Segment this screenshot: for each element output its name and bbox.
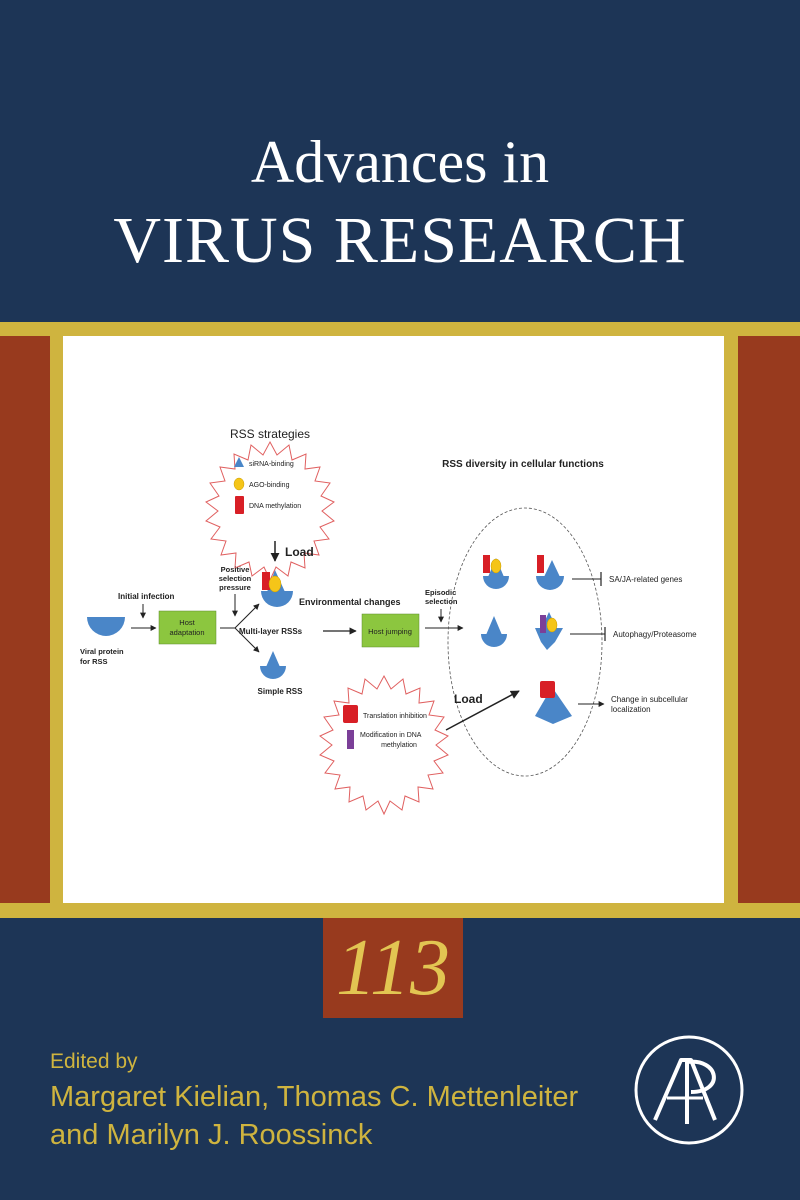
episodic-label-1: Episodic [425,588,456,597]
simple-rss-label: Simple RSS [258,687,304,696]
series-title-line2: VIRUS RESEARCH [113,204,687,277]
bottom-starburst [319,674,449,816]
branch-up-arrow [234,603,260,629]
ago-label: AGO-binding [249,482,290,489]
load-top-label: Load [285,545,314,559]
positive-selection-label-3: pressure [219,583,251,592]
episodic-label-2: selection [425,597,458,606]
sa-ja-label: SA/JA-related genes [609,575,682,584]
viral-protein-label-1: Viral protein [80,647,124,656]
sirna-label: siRNA-binding [249,461,294,468]
diversity-title: RSS diversity in cellular functions [442,459,604,470]
ago-oval-icon [233,477,245,491]
initial-infection-label: Initial infection [118,592,175,601]
dna-modification-icon [347,730,354,749]
multi-layer-label: Multi-layer RSSs [239,627,303,636]
simple-rss-icon [260,651,286,679]
host-adaptation-label-2: adaptation [169,628,204,637]
modification-label-1: Modification in DNA [360,732,422,739]
dna-methylation-rect-icon [235,496,244,514]
modification-label-2: methylation [381,742,417,749]
rss-strategies-label: RSS strategies [230,427,310,441]
multi-layer-rss-icon [261,570,293,607]
change-label-1: Change in subcellular [611,695,688,704]
branch-down-arrow [234,627,260,653]
sirna-triangle-icon [234,457,244,467]
dna-methylation-label: DNA methylation [249,503,301,510]
load-bottom-arrow [445,690,520,731]
edited-by-label: Edited by [50,1050,138,1073]
volume-number: 113 [335,924,451,1012]
translation-inhibition-label: Translation inhibition [363,713,427,720]
translation-inhibition-icon [343,705,358,723]
diversity-row2-left-icon [481,616,507,647]
diversity-row1-left-icon [483,555,509,589]
editors-line2: and Marilyn J. Roossinck [50,1119,373,1151]
host-adaptation-label-1: Host [179,618,195,627]
host-adaptation-box [158,610,217,645]
diversity-ellipse [447,507,603,777]
series-title-line1: Advances in [250,129,550,195]
volume-box: 113 [323,918,463,1018]
diversity-row2-right-icon [535,612,563,650]
diversity-row3-icon [535,681,572,724]
left-rust-panel [0,336,50,903]
autophagy-label: Autophagy/Proteasome [613,630,697,639]
positive-selection-label-1: Positive [221,565,250,574]
diversity-row1-right-icon [536,555,564,590]
change-label-2: localization [611,705,651,714]
environmental-changes-label: Environmental changes [299,597,401,607]
rss-diagram: RSS strategies siRNA-binding AGO-binding… [80,427,697,816]
viral-protein-shape [87,617,125,636]
academic-press-logo-icon [634,1035,744,1145]
host-jumping-box [361,613,420,648]
right-rust-panel [738,336,800,903]
editors-line1: Margaret Kielian, Thomas C. Mettenleiter [50,1081,579,1113]
cover-figure: RSS strategies siRNA-binding AGO-binding… [63,336,724,903]
positive-selection-label-2: selection [219,574,252,583]
viral-protein-label-2: for RSS [80,657,108,666]
host-jumping-label: Host jumping [368,627,412,636]
load-bottom-label: Load [454,692,483,706]
